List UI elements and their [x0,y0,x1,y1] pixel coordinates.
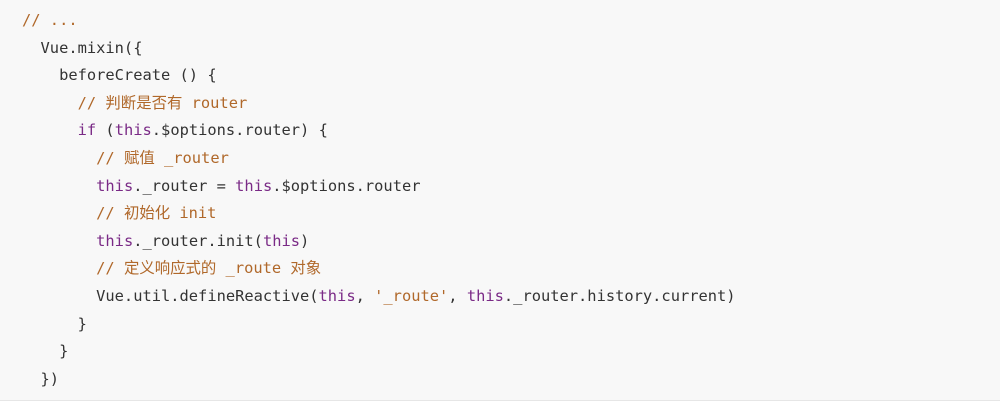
code-line: // ... [22,7,1000,35]
code-text: } [22,342,69,361]
code-comment: // 初始化 init [96,204,217,223]
code-line: // 判断是否有 router [22,90,1000,118]
code-text: Vue.mixin({ [22,38,143,57]
code-text: ._router = [133,176,236,195]
code-text: } [22,314,87,333]
code-line: if (this.$options.router) { [22,117,1000,145]
code-text: .$options.router) { [151,121,328,140]
code-text [22,177,96,195]
code-text: .$options.router [272,176,421,195]
code-text: ._router.history.current) [503,286,736,305]
code-text [22,232,96,250]
code-text [22,204,96,222]
code-text: , [448,286,467,305]
code-text [22,121,78,139]
code-keyword: this [114,121,152,140]
code-keyword: this [262,231,301,250]
code-text: ( [96,121,115,140]
code-text [22,94,78,112]
divider [0,400,1000,401]
code-line: // 初始化 init [22,200,1000,228]
code-line: this._router.init(this) [22,228,1000,256]
code-keyword: this [318,286,356,305]
code-text: ) [300,231,310,250]
code-keyword: this [235,176,273,195]
code-line: } [22,338,1000,366]
code-keyword: this [96,231,134,250]
code-keyword: this [466,286,504,305]
code-line: this._router = this.$options.router [22,173,1000,201]
code-text: ._router.init( [133,231,263,250]
code-text [22,149,96,167]
code-line: // 赋值 _router [22,145,1000,173]
code-line: }) [22,366,1000,394]
code-line: // 定义响应式的 _route 对象 [22,255,1000,283]
code-line: } [22,311,1000,339]
code-comment: // ... [22,11,78,29]
code-comment: // 赋值 _router [96,148,229,167]
code-line: Vue.mixin({ [22,35,1000,63]
code-text [22,259,96,277]
code-text: Vue.util.defineReactive( [22,286,319,305]
code-keyword: this [96,176,134,195]
code-line: Vue.util.defineReactive(this, '_route', … [22,283,1000,311]
code-comment: // 定义响应式的 _route 对象 [96,259,322,278]
code-text: beforeCreate () { [22,66,217,85]
code-comment: // 判断是否有 router [77,93,248,112]
code-keyword: if [77,121,97,140]
code-text: , [355,286,375,305]
code-text: }) [22,369,60,388]
code-line: beforeCreate () { [22,62,1000,90]
code-string: '_route' [374,286,449,305]
